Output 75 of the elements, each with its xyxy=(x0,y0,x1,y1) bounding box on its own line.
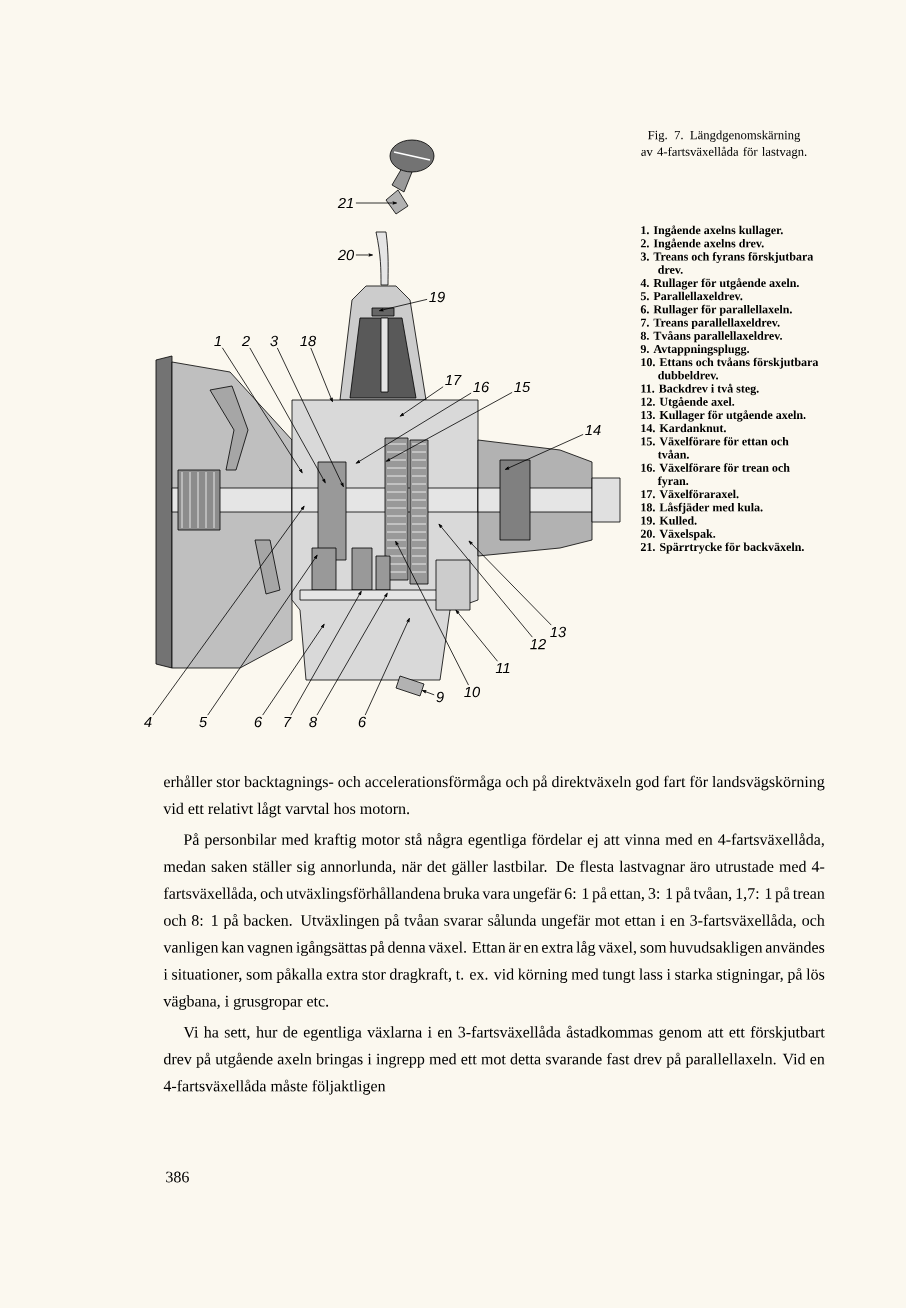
callout-number: 5 xyxy=(199,716,208,728)
leader-line xyxy=(276,347,344,488)
legend-item: 7. Treans parallellaxeldrev. xyxy=(641,318,780,330)
paragraph: Vi ha sett, hur de egentliga växlarna i en 3-fartsväxellåda åstadkommas genom att ett förskjutbart drev på utgående axeln bringas i ingrepp med ett mot detta svarande fast drev på parallellaxeln. Vid en 4-fartsväxellåda måste följaktligen xyxy=(163,1025,825,1095)
leader-line xyxy=(355,253,373,257)
legend-item: 14. Kardanknut. xyxy=(641,423,726,433)
leader-line xyxy=(221,347,303,474)
legend-item: 16. Växelförare för trean och fyran. xyxy=(641,463,790,488)
leader-line xyxy=(152,505,305,716)
leader-line xyxy=(290,590,362,716)
leader-line xyxy=(310,347,333,403)
legend-item: 1. Ingående axelns kullager. xyxy=(641,225,783,237)
legend-item: 12. Utgående axel. xyxy=(641,397,735,409)
leader-line xyxy=(249,347,326,484)
leader-line xyxy=(262,623,325,716)
drain-plug xyxy=(395,675,425,697)
legend-item: 2. Ingående axelns drev. xyxy=(640,238,764,250)
page-number: 386 xyxy=(166,1171,189,1183)
legend-item: 15. Växelförare för ettan och tvåan. xyxy=(641,436,789,459)
legend-item: 8. Tvåans parallellaxeldrev. xyxy=(640,331,782,343)
legend-item: 5. Parallellaxeldrev. xyxy=(640,291,743,301)
callout-number: 8 xyxy=(309,716,317,728)
callout-number: 20 xyxy=(337,249,355,261)
legend-item: 18. Låsfjäder med kula. xyxy=(641,502,763,514)
callout-number: 2 xyxy=(241,335,250,347)
paragraph: På personbilar med kraftig motor stå några egentliga fördelar ej att vinna med en 4-fartsväxellåda, medan saken ställer sig annorlunda, när det gäller lastbilar. De flesta lastvagnar äro utrustade med 4-fartsväxellåda, och utväxlingsförhållandena bruka vara ungefär 6: 1 på ettan, 3: 1 på tvåan, 1,7: 1 på trean och 8: 1 på backen. Utväxlingen på tvåan svarar sålunda ungefär mot ettan i en 3-fartsväxellåda, och vanligen kan vagnen igångsättas på denna växel. Ettan är en extra låg växel, som huvudsakligen användes i situationer, som påkalla extra stor dragkraft, t. ex. vid körning med tungt lass i starka stigningar, på lös vägbana, i grusgropar etc. xyxy=(163,833,825,1010)
leader-line xyxy=(395,540,469,686)
paragraph: erhåller stor backtagnings- och accelerationsförmåga och på direktväxeln god fart för landsvägskörning vid ett relativt lågt varvtal hos motorn. xyxy=(163,775,825,818)
gear-knob-drawing xyxy=(385,139,435,215)
figure-caption: Fig. 7. Längdgenomskärning av 4-fartsväxellåda för lastvagn. xyxy=(641,130,807,159)
leader-line xyxy=(207,554,318,716)
callout-number: 9 xyxy=(436,691,444,703)
callout-number: 14 xyxy=(585,424,601,436)
callout-number: 15 xyxy=(514,381,531,393)
legend-item: 10. Ettans och tvåans förskjutbara dubbeldrev. xyxy=(641,357,819,380)
legend-item: 20. Växelspak. xyxy=(640,529,716,541)
shift-tower-drawing xyxy=(339,285,427,401)
leader-line xyxy=(455,609,498,662)
legend-item: 9. Avtappningsplugg. xyxy=(640,344,750,356)
leader-line xyxy=(399,386,444,417)
callout-number: 6 xyxy=(254,716,263,728)
leader-line xyxy=(468,540,552,626)
leader-line xyxy=(504,434,584,470)
legend-item: 19. Kulled. xyxy=(641,516,697,525)
leader-line xyxy=(421,690,435,696)
legend-item: 6. Rullager för parallellaxeln. xyxy=(640,304,792,316)
legend-item: 4. Rullager för utgående axeln. xyxy=(640,278,799,290)
callout-number: 13 xyxy=(550,626,567,638)
callout-number: 10 xyxy=(464,686,481,698)
callout-number: 21 xyxy=(337,197,353,209)
leader-line xyxy=(364,617,410,716)
callout-number: 4 xyxy=(144,716,152,728)
leader-line xyxy=(355,392,472,464)
callout-number: 11 xyxy=(495,662,510,674)
legend-item: 13. Kullager för utgående axeln. xyxy=(641,410,806,422)
leader-line xyxy=(385,392,513,462)
rear-housing-drawing xyxy=(477,439,621,557)
callout-number: 19 xyxy=(429,291,445,303)
gearbox-housing-drawing xyxy=(291,399,479,681)
gear-lever xyxy=(375,231,389,286)
callout-number: 7 xyxy=(284,716,292,728)
legend-item: 11. Backdrev i två steg. xyxy=(641,383,759,396)
legend-item: 21. Spärrtrycke för backväxeln. xyxy=(640,542,804,554)
legend-item: 3. Treans och fyrans förskjutbara drev. xyxy=(640,252,814,274)
callout-number: 17 xyxy=(445,374,462,386)
callout-number: 18 xyxy=(300,335,317,347)
callout-number: 12 xyxy=(530,638,546,650)
leader-line xyxy=(316,592,388,716)
leader-line xyxy=(438,523,533,638)
callout-number: 16 xyxy=(473,381,490,393)
callout-number: 6 xyxy=(358,716,367,728)
legend-item: 17. Växelföraraxel. xyxy=(641,489,739,499)
callout-number: 1 xyxy=(214,335,221,347)
leader-line xyxy=(355,201,397,205)
callout-number: 3 xyxy=(270,335,278,347)
